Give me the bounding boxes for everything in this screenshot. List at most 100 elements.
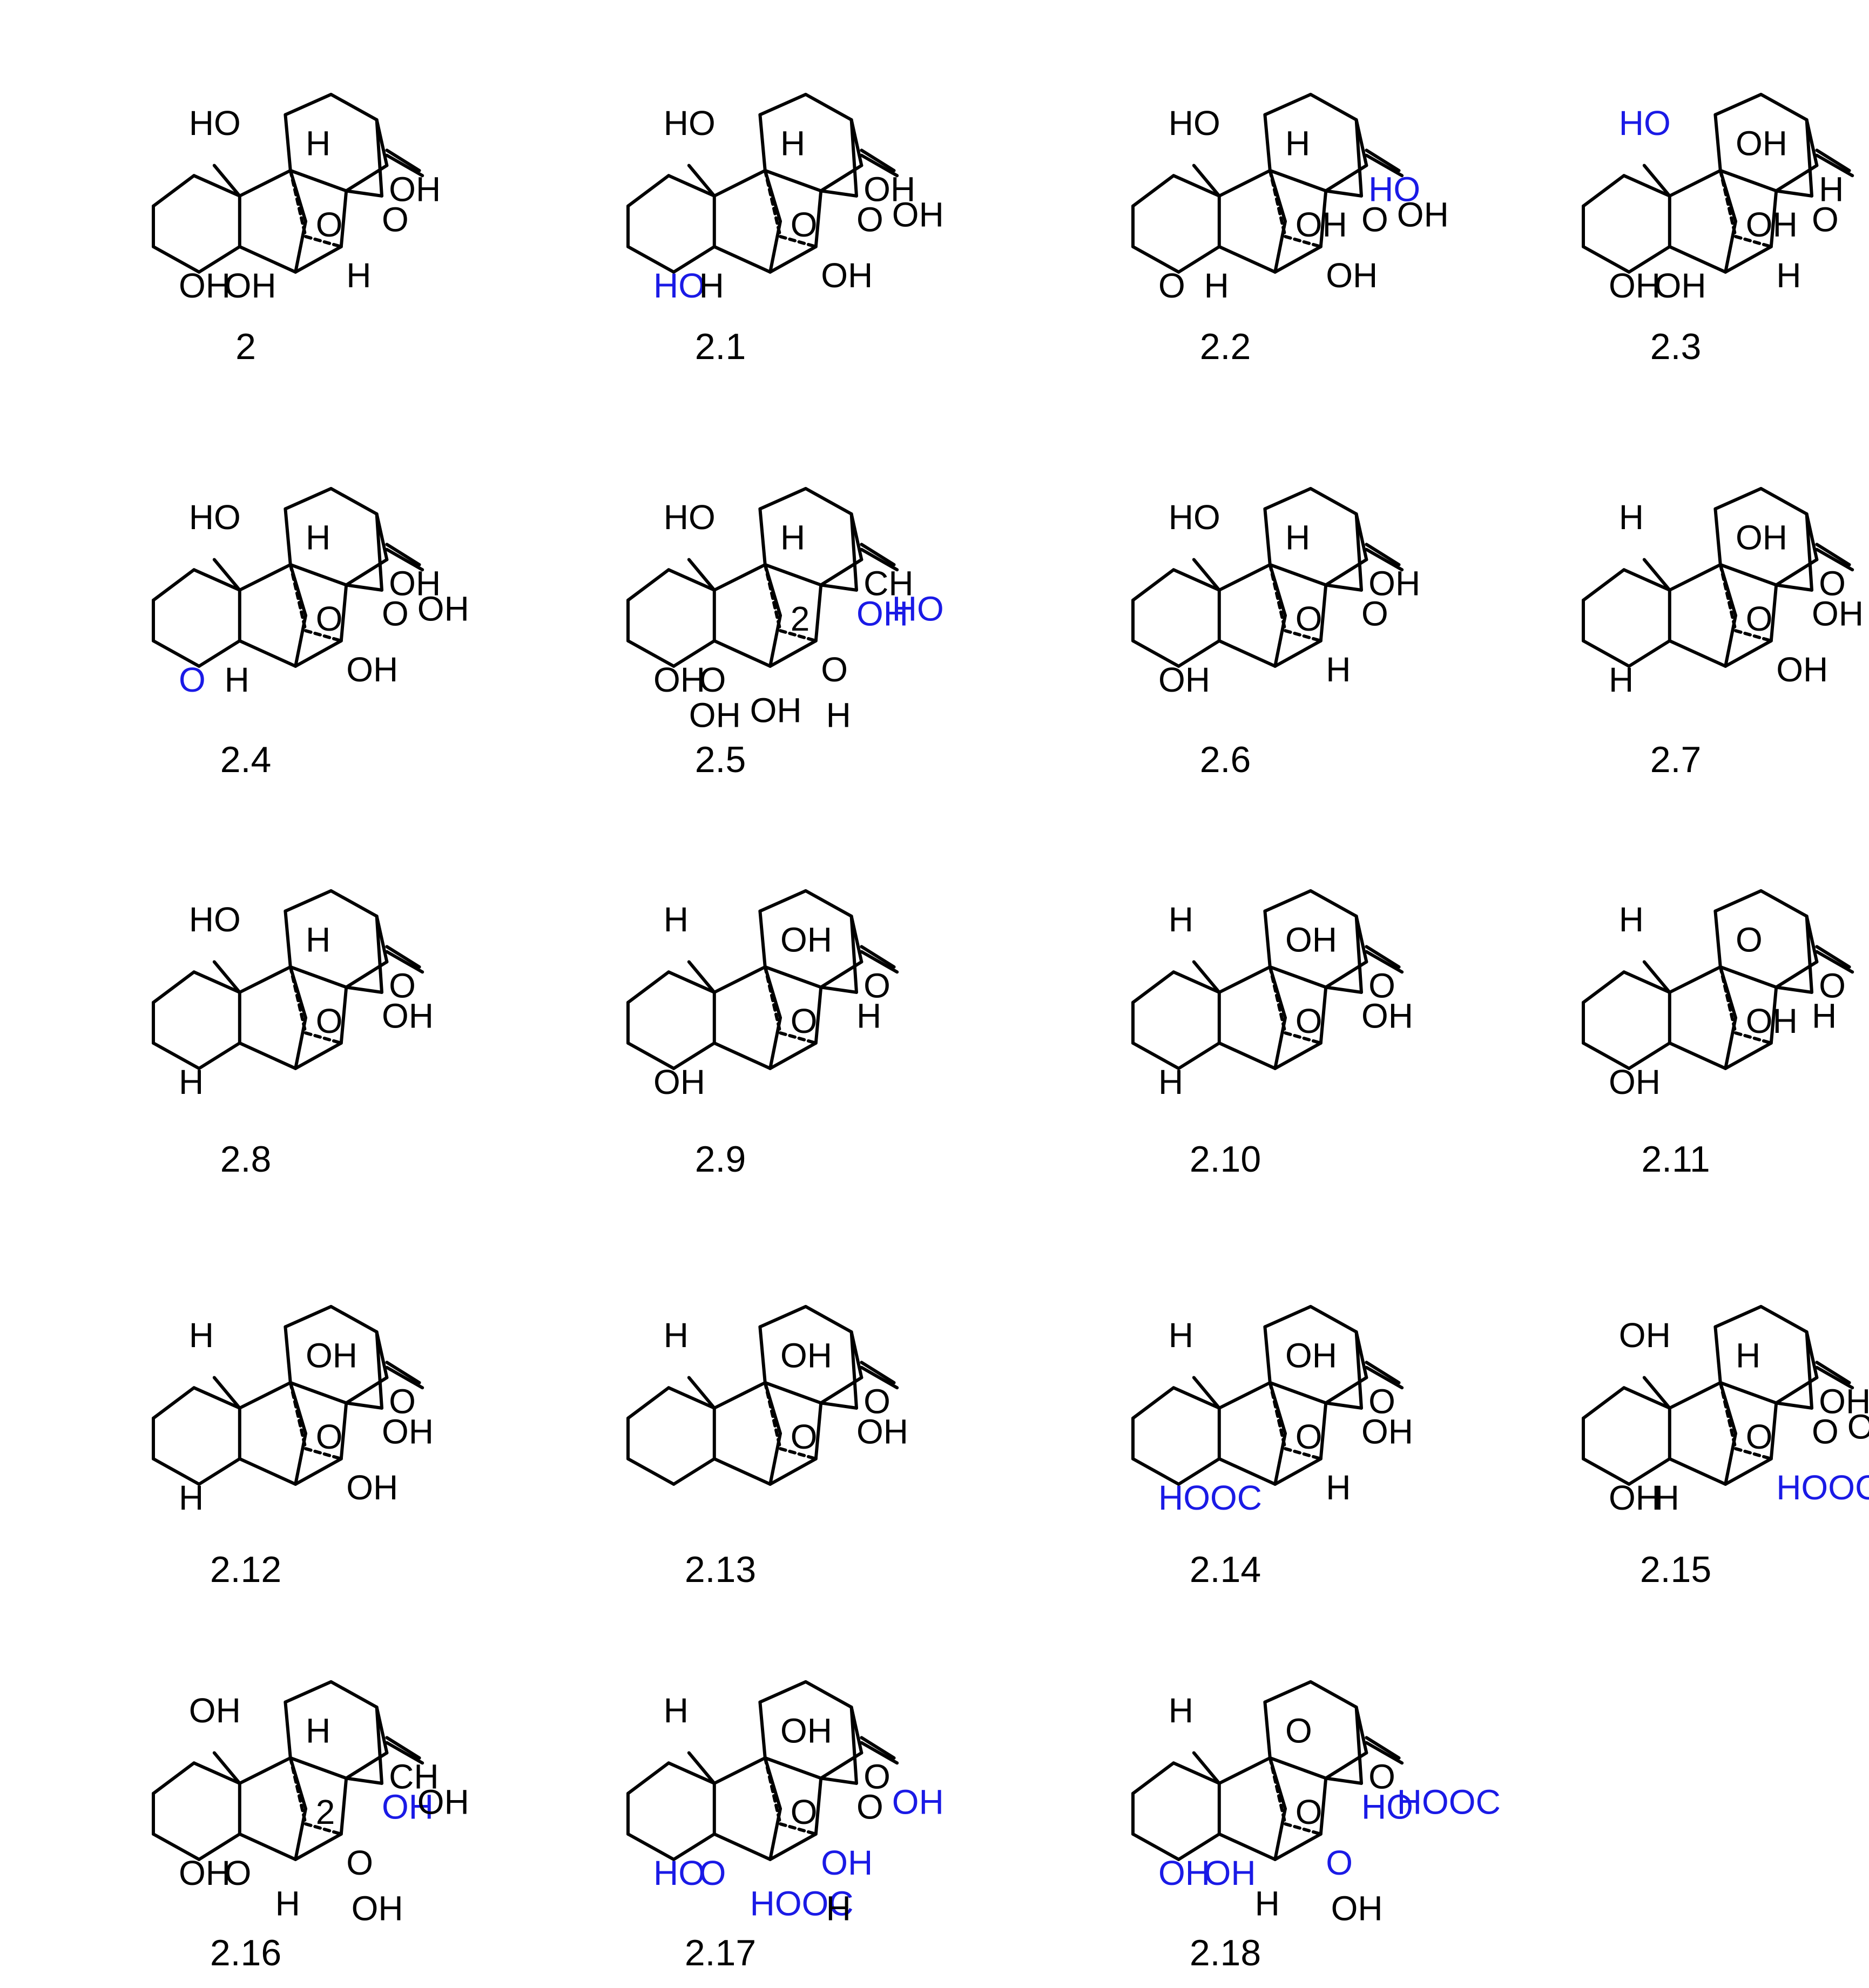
bond xyxy=(1268,1381,1328,1405)
bond xyxy=(1668,1381,1722,1410)
bond xyxy=(152,1041,201,1070)
bond xyxy=(819,1401,858,1410)
atom-label: OH xyxy=(1331,1889,1383,1928)
atom-label: O xyxy=(1361,200,1388,239)
bond xyxy=(1217,639,1277,668)
atom-label: OH xyxy=(821,256,873,295)
bond xyxy=(1263,92,1312,117)
bond xyxy=(672,245,716,274)
bond xyxy=(860,1741,899,1765)
bond xyxy=(819,583,858,592)
atom-label: O xyxy=(1746,599,1773,638)
atom-label: 2 xyxy=(316,1793,335,1831)
atom-label: H xyxy=(664,1316,689,1355)
atom-label: O xyxy=(316,1417,343,1456)
bridge-bond xyxy=(1718,1381,1737,1451)
skeleton-bonds xyxy=(1131,1304,1404,1486)
atom-label: H xyxy=(179,1063,204,1101)
atom-label: O xyxy=(699,1854,726,1892)
bond xyxy=(1273,1457,1323,1486)
bond xyxy=(687,1376,716,1410)
bond xyxy=(712,1756,767,1785)
atom-label: O xyxy=(856,200,883,239)
bond xyxy=(385,148,421,172)
bond xyxy=(385,945,421,969)
bond xyxy=(1622,970,1671,994)
bond xyxy=(1217,965,1272,994)
bond xyxy=(152,1386,196,1420)
bond xyxy=(345,985,383,994)
bond xyxy=(1217,1457,1277,1486)
atom-label: O xyxy=(316,205,343,244)
atom-label: H xyxy=(699,266,724,305)
atom-label: OH xyxy=(417,589,469,628)
atom-label: OH xyxy=(1746,1002,1798,1040)
bond xyxy=(197,639,241,668)
bond xyxy=(1668,639,1728,668)
atom-label: OH xyxy=(653,1063,705,1101)
skeleton-bonds xyxy=(152,92,424,274)
bond xyxy=(294,245,343,274)
atom-label: H xyxy=(1655,1478,1679,1517)
skeleton-bonds xyxy=(1582,889,1854,1070)
bond xyxy=(1324,189,1363,198)
compound-number: 2.14 xyxy=(1190,1549,1261,1590)
bond xyxy=(1759,1304,1809,1334)
bond xyxy=(238,245,298,274)
atom-label: O xyxy=(1296,1002,1323,1040)
bond xyxy=(1365,547,1404,572)
bond xyxy=(1263,1680,1312,1704)
bond xyxy=(1309,92,1358,121)
bond xyxy=(1718,1381,1778,1405)
bond xyxy=(284,1680,333,1704)
bond xyxy=(1263,507,1272,566)
bond xyxy=(667,174,716,198)
bond xyxy=(804,1680,853,1709)
bond xyxy=(375,914,383,994)
atom-label: O xyxy=(1326,1843,1353,1882)
bond xyxy=(284,486,333,511)
atom-label: OH xyxy=(1397,195,1449,234)
bridge-bond xyxy=(1268,965,1287,1035)
bond xyxy=(804,889,853,918)
atom-label: HO xyxy=(1169,498,1220,537)
bond xyxy=(294,1457,343,1486)
atom-label: OH xyxy=(1736,518,1787,557)
atom-label: OH xyxy=(1326,256,1378,295)
bond xyxy=(1172,970,1221,994)
bond xyxy=(626,245,676,274)
bridge-bond xyxy=(1268,563,1287,633)
atom-label: O xyxy=(389,966,416,1005)
bond xyxy=(849,914,858,994)
bond xyxy=(1268,965,1328,989)
atom-label: O xyxy=(1812,200,1839,239)
bond xyxy=(1774,1401,1813,1410)
bond xyxy=(758,1680,807,1704)
bond xyxy=(197,245,241,274)
bond xyxy=(1582,174,1626,208)
bond xyxy=(375,1705,383,1785)
skeleton-bonds xyxy=(1582,1304,1854,1486)
atom-label: H xyxy=(1169,900,1193,939)
atom-label: O xyxy=(1819,564,1846,603)
bond xyxy=(626,1832,676,1861)
bond xyxy=(1815,950,1854,974)
atom-label: OH xyxy=(1361,1412,1413,1451)
atom-label: OH xyxy=(1655,266,1706,305)
bond xyxy=(860,148,896,172)
atom-label: HO xyxy=(189,498,241,537)
bond xyxy=(329,486,379,516)
bond xyxy=(1805,512,1813,592)
bond xyxy=(1718,965,1778,989)
atom-label: HO xyxy=(653,266,705,305)
bond xyxy=(758,1325,767,1384)
bond xyxy=(849,512,858,592)
skeleton-bonds xyxy=(1131,1680,1404,1861)
skeleton-bonds xyxy=(1582,92,1854,274)
bond xyxy=(1668,563,1722,592)
atom-label: OH xyxy=(1776,650,1828,689)
bridge-bond xyxy=(763,1756,782,1826)
atom-label: H xyxy=(664,1691,689,1730)
bond xyxy=(294,639,343,668)
